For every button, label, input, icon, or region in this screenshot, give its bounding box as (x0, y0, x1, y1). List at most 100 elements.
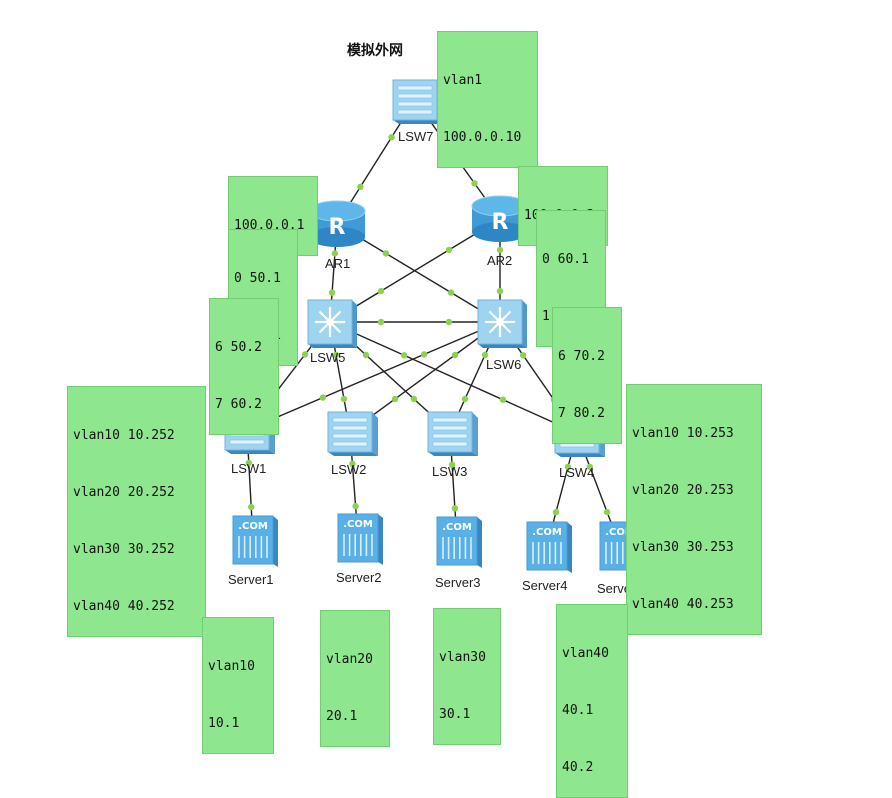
device-server2[interactable]: .COM (337, 513, 383, 565)
link-endpoint-dot (328, 289, 336, 296)
note-lsw5-ports: 6 50.2 7 60.2 (209, 298, 279, 435)
note-line: vlan10 (208, 659, 255, 674)
note-line: vlan40 40.252 (73, 599, 175, 614)
link-lsw5-lsw6 (330, 318, 500, 326)
device-label-server3: Server3 (435, 575, 481, 590)
link-endpoint-dot (332, 351, 340, 359)
note-server3-vlan: vlan30 30.1 (433, 608, 501, 745)
link-endpoint-dot (352, 503, 359, 510)
device-label-server2: Server2 (336, 570, 382, 585)
device-label-lsw7: LSW7 (398, 129, 434, 144)
svg-text:R: R (329, 215, 346, 240)
link-endpoint-dot (586, 463, 594, 471)
switch-icon (327, 411, 378, 456)
note-line: vlan20 20.252 (73, 485, 175, 500)
link-lsw5-lsw4 (329, 321, 578, 434)
server-badge: .COM (532, 527, 562, 538)
link-endpoint-dot (471, 180, 478, 187)
device-label-lsw2: LSW2 (331, 462, 367, 477)
device-label-server1: Server1 (228, 572, 274, 587)
device-label-lsw6: LSW6 (486, 357, 522, 372)
note-line: vlan1 (443, 73, 483, 88)
note-line: 7 60.2 (215, 397, 262, 412)
link-endpoint-dot (377, 318, 385, 326)
link-endpoint-dot (301, 351, 309, 358)
link-endpoint-dot (461, 395, 469, 403)
note-server45-vlan: vlan40 40.1 40.2 (556, 604, 628, 798)
device-label-ar2: AR2 (487, 253, 513, 268)
note-line: 100.0.0.10 (443, 130, 522, 145)
link-endpoint-dot (451, 351, 459, 359)
note-line: vlan30 30.253 (632, 540, 734, 555)
note-line: vlan10 10.252 (73, 428, 175, 443)
server-badge: .COM (343, 519, 373, 530)
note-line: vlan40 (562, 646, 609, 661)
link-endpoint-dot (349, 460, 356, 467)
server-icon: .COM (436, 516, 482, 568)
link-endpoint-dot (319, 394, 327, 401)
note-lsw5-vlans: vlan10 10.252 vlan20 20.252 vlan30 30.25… (67, 386, 206, 637)
note-line: 20.1 (326, 709, 358, 724)
note-line: vlan30 30.252 (73, 542, 175, 557)
note-line: 0 60.1 (542, 252, 589, 267)
link-endpoint-dot (445, 318, 453, 326)
link-endpoint-dot (447, 289, 455, 296)
link-endpoint-dot (496, 246, 504, 254)
link-endpoint-dot (357, 183, 364, 190)
server-badge: .COM (605, 527, 635, 538)
link-endpoint-dot (340, 395, 348, 403)
device-server1[interactable]: .COM (232, 515, 278, 567)
link-endpoint-dot (448, 461, 456, 468)
device-lsw7[interactable] (392, 79, 443, 124)
l3-switch-icon (307, 299, 357, 348)
link-endpoint-dot (391, 395, 399, 403)
device-label-lsw5: LSW5 (310, 350, 346, 365)
note-lsw6-ports: 6 70.2 7 80.2 (552, 307, 622, 444)
link-endpoint-dot (388, 134, 395, 141)
link-endpoint-dot (481, 351, 489, 359)
device-lsw5[interactable] (307, 299, 357, 348)
device-lsw6[interactable] (477, 299, 527, 348)
link-line (349, 321, 501, 433)
note-line: 40.2 (562, 760, 594, 775)
link-ar2-lsw5 (329, 218, 501, 323)
note-server1-vlan: vlan10 10.1 (202, 617, 274, 754)
note-lsw6-vlans: vlan10 10.253 vlan20 20.253 vlan30 30.25… (626, 384, 762, 635)
link-endpoint-dot (499, 396, 507, 403)
device-server4[interactable]: .COM (526, 521, 572, 573)
note-lsw7-vlan: vlan1 100.0.0.10 (437, 31, 538, 168)
link-lsw6-lsw1 (246, 321, 501, 431)
link-endpoint-dot (410, 395, 418, 403)
link-line (336, 223, 501, 323)
note-line: 40.1 (562, 703, 594, 718)
device-ar1[interactable]: R (308, 200, 366, 247)
switch-icon (427, 411, 478, 456)
note-line: vlan20 (326, 652, 373, 667)
device-server3[interactable]: .COM (436, 516, 482, 568)
link-line (329, 321, 578, 434)
link-endpoint-dot (564, 463, 572, 471)
link-endpoint-dot (552, 508, 560, 516)
link-endpoint-dot (248, 503, 255, 511)
device-label-server4: Server4 (522, 578, 568, 593)
note-line: vlan30 (439, 650, 486, 665)
switch-icon (392, 79, 443, 124)
link-lsw6-lsw2 (349, 321, 501, 433)
note-line: vlan40 40.253 (632, 597, 734, 612)
note-line: vlan10 10.253 (632, 426, 734, 441)
link-endpoint-dot (400, 352, 408, 359)
note-line: 6 70.2 (558, 349, 605, 364)
l3-switch-icon (477, 299, 527, 348)
device-lsw2[interactable] (327, 411, 378, 456)
device-lsw3[interactable] (427, 411, 478, 456)
note-server2-vlan: vlan20 20.1 (320, 610, 390, 747)
link-endpoint-dot (377, 287, 385, 295)
page-title: 模拟外网 (347, 43, 403, 59)
link-endpoint-dot (451, 505, 459, 512)
server-badge: .COM (238, 521, 268, 532)
server-icon: .COM (337, 513, 383, 565)
device-label-ar1: AR1 (325, 256, 351, 271)
link-line (246, 321, 501, 431)
